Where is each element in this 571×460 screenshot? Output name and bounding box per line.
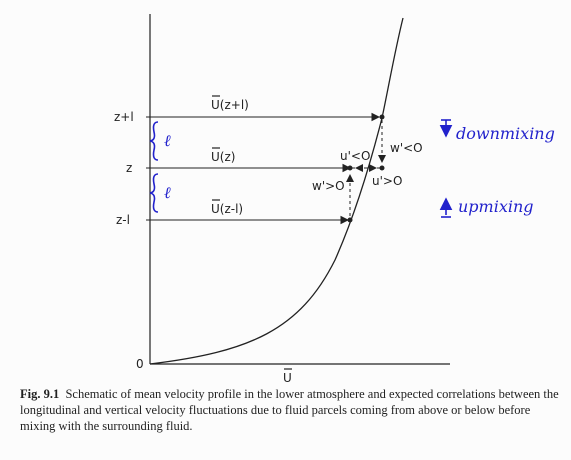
label-u-negative: u'<O <box>340 149 370 163</box>
brace-lower <box>149 173 159 213</box>
figure-caption: Fig. 9.1 Schematic of mean velocity prof… <box>20 386 560 434</box>
label-downmixing: downmixing <box>456 124 555 143</box>
brace-label-upper: ℓ <box>164 131 171 150</box>
caption-text: Schematic of mean velocity profile in th… <box>20 387 559 433</box>
brace-label-lower: ℓ <box>164 183 171 202</box>
x-label: U <box>283 371 292 385</box>
label-u-positive: u'>O <box>372 174 402 188</box>
label-z-minus-l: z-l <box>116 213 130 227</box>
caption-label: Fig. 9.1 <box>20 387 60 401</box>
label-upmixing: upmixing <box>458 197 534 216</box>
label-w-negative: w'<O <box>390 141 423 155</box>
point-upper <box>379 114 385 120</box>
label-u-z-plus-l: U(z+l) <box>211 98 249 112</box>
brace-upper <box>149 121 159 161</box>
label-w-positive: w'>O <box>312 179 345 193</box>
label-z-plus-l: z+l <box>114 110 134 124</box>
point-lower <box>347 217 353 223</box>
label-u-z-minus-l: U(z-l) <box>211 202 243 216</box>
label-z: z <box>126 161 132 175</box>
point-middle-left <box>347 165 353 171</box>
velocity-profile-curve <box>149 17 404 365</box>
label-u-z: U(z) <box>211 150 235 164</box>
label-origin: 0 <box>136 357 144 371</box>
point-middle-right <box>379 165 385 171</box>
